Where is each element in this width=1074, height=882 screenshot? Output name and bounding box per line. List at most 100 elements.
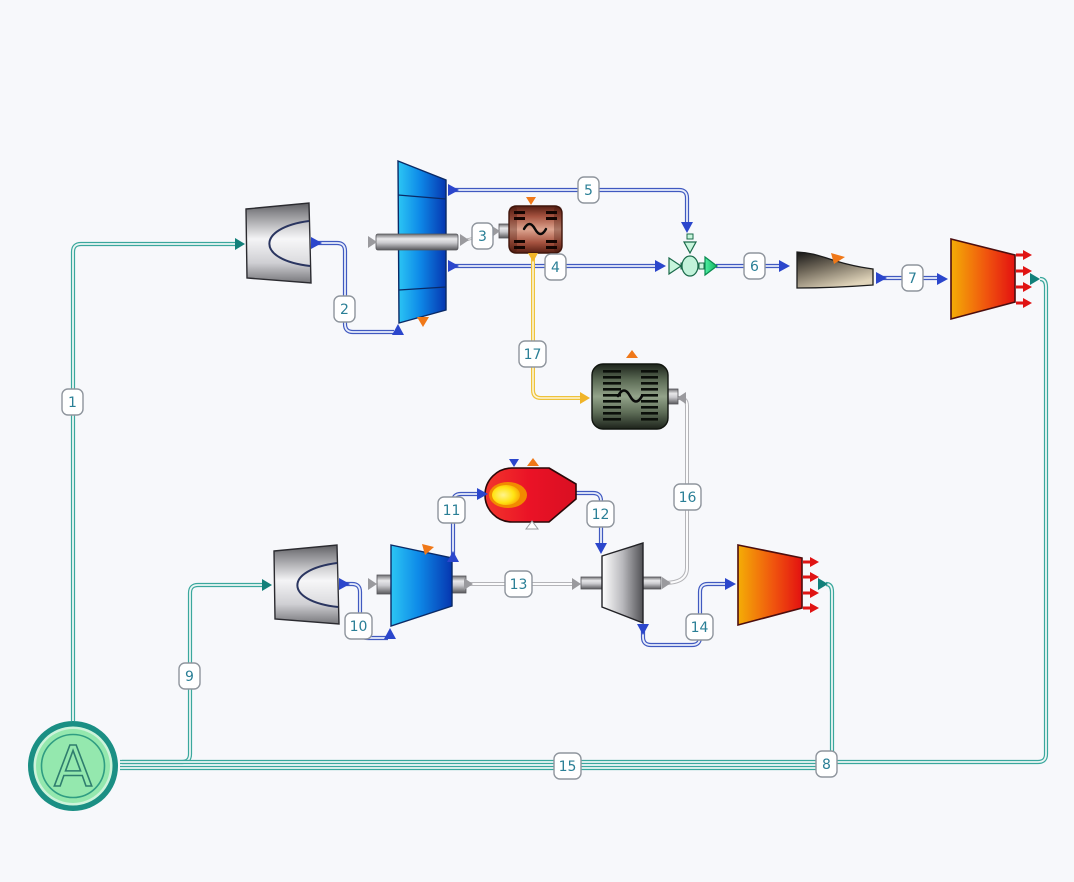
fan-shaft	[375, 233, 459, 251]
arrow-shaft13-end-icon	[572, 578, 581, 590]
stream-arrows	[235, 184, 1040, 639]
connection-label-7[interactable]: 7	[901, 264, 924, 292]
arrow-shaft16-start-icon	[662, 577, 671, 589]
merge-stub	[698, 262, 705, 270]
flame-icon	[492, 485, 520, 505]
generator-marker-icon	[626, 350, 638, 358]
svg-text:14: 14	[691, 620, 709, 636]
arrow-into-intake-lower-icon	[262, 579, 272, 591]
arrow-fan-shaft-icon	[368, 236, 377, 248]
arrow-fan-core-out-icon	[448, 260, 459, 272]
svg-text:15: 15	[559, 759, 577, 775]
arrow-into-generator-shaft-icon	[677, 392, 686, 404]
arrow-turbine-out-icon	[637, 624, 649, 635]
turbine[interactable]	[580, 542, 662, 625]
connection-label-3[interactable]: 3	[471, 222, 494, 250]
intake-lower[interactable]	[273, 544, 340, 625]
arrow-intake-upper-out-icon	[311, 237, 322, 249]
arrow-motor-power-icon	[528, 253, 538, 262]
merge-inlet-left	[668, 256, 683, 276]
exhaust-flow-icons	[803, 557, 819, 613]
connection-label-12[interactable]: 12	[586, 500, 615, 528]
connection-5-line[interactable]	[450, 187, 690, 226]
exhaust-upper[interactable]	[950, 237, 1032, 321]
svg-text:8: 8	[822, 757, 831, 773]
connection-label-13[interactable]: 13	[504, 570, 533, 598]
arrow-into-combustor-icon	[477, 488, 488, 500]
compressor-marker-icon	[422, 544, 434, 555]
svg-text:11: 11	[443, 503, 461, 519]
connection-label-17[interactable]: 17	[518, 340, 547, 368]
fan[interactable]	[375, 159, 459, 327]
arrow-shaft13-start-icon	[464, 578, 473, 590]
intake-cone	[296, 562, 339, 608]
merge[interactable]	[668, 233, 718, 277]
fan-stage-line	[398, 286, 447, 291]
motor-vents	[514, 211, 557, 249]
intake-upper[interactable]	[245, 202, 312, 284]
intake-cone	[268, 220, 311, 267]
svg-text:10: 10	[350, 619, 368, 635]
ambient-symbol: A	[54, 735, 92, 800]
combustor-marker-orange-icon	[527, 458, 539, 466]
exhaust-lower[interactable]	[737, 544, 819, 627]
connection-label-4[interactable]: 4	[544, 253, 567, 281]
connection-2-line[interactable]	[312, 240, 394, 335]
connection-label-8[interactable]: 8	[815, 750, 838, 778]
compressor[interactable]	[376, 544, 467, 627]
arrow-out-exhaust-upper-icon	[1030, 273, 1040, 285]
arrow-into-exhaust-lower-icon	[725, 578, 736, 590]
connection-label-9[interactable]: 9	[178, 662, 201, 690]
merge-inlet-top	[682, 241, 698, 255]
arrow-into-nozzle-icon	[779, 260, 790, 272]
svg-text:6: 6	[750, 259, 759, 275]
compressor-shaft	[450, 575, 467, 594]
connection-label-11[interactable]: 11	[437, 496, 466, 524]
connection-label-2[interactable]: 2	[333, 295, 356, 323]
arrow-into-turbine-icon	[595, 543, 607, 554]
combustor-marker-outline-icon	[525, 520, 539, 530]
svg-text:3: 3	[478, 229, 487, 245]
connection-label-15[interactable]: 15	[553, 752, 582, 780]
combustion-chamber[interactable]	[484, 458, 577, 530]
arrow-compressor-shaft-icon	[368, 578, 377, 590]
fan-stage-line	[397, 194, 447, 200]
svg-text:4: 4	[551, 260, 560, 276]
connection-17-line[interactable]	[531, 256, 580, 400]
arrow-shaft3-start-icon	[460, 234, 469, 246]
connection-label-5[interactable]: 5	[577, 176, 600, 204]
connection-1-line[interactable]	[70, 241, 240, 721]
connection-14-line[interactable]	[640, 581, 728, 648]
arrow-compressor-out-icon	[447, 551, 459, 562]
connection-8-line[interactable]	[120, 276, 1049, 765]
arrow-fan-bypass-out-icon	[448, 184, 459, 196]
svg-text:16: 16	[679, 490, 697, 506]
sine-icon	[522, 222, 548, 236]
svg-text:2: 2	[340, 302, 349, 318]
arrow-out-exhaust-lower-icon	[818, 578, 828, 590]
connection-label-10[interactable]: 10	[344, 612, 373, 640]
exhaust-flow-icons	[1016, 250, 1032, 308]
connection-label-16[interactable]: 16	[673, 483, 702, 511]
merge-body	[681, 255, 699, 277]
connection-label-1[interactable]: 1	[61, 388, 84, 416]
sine-icon	[616, 389, 644, 403]
arrow-into-motor-icon	[492, 226, 500, 237]
connection-label-14[interactable]: 14	[685, 613, 714, 641]
connection-label-6[interactable]: 6	[743, 252, 766, 280]
electric-motor[interactable]	[498, 197, 563, 254]
merge-stub	[686, 233, 694, 240]
nozzle[interactable]	[796, 251, 874, 289]
svg-text:5: 5	[584, 183, 593, 199]
svg-text:7: 7	[908, 271, 917, 287]
connection-15-line[interactable]	[120, 581, 835, 771]
compressor-shaft	[376, 574, 393, 595]
ambient-source[interactable]: A	[28, 721, 118, 811]
generator-vents	[603, 370, 658, 421]
arrow-into-generator-power-icon	[580, 392, 590, 404]
motor-marker-icon	[526, 197, 536, 205]
connection-labels: 1 2 3 4 5 6 7 8	[61, 176, 924, 780]
generator[interactable]	[591, 350, 679, 430]
arrow-into-exhaust-upper-icon	[937, 273, 948, 285]
